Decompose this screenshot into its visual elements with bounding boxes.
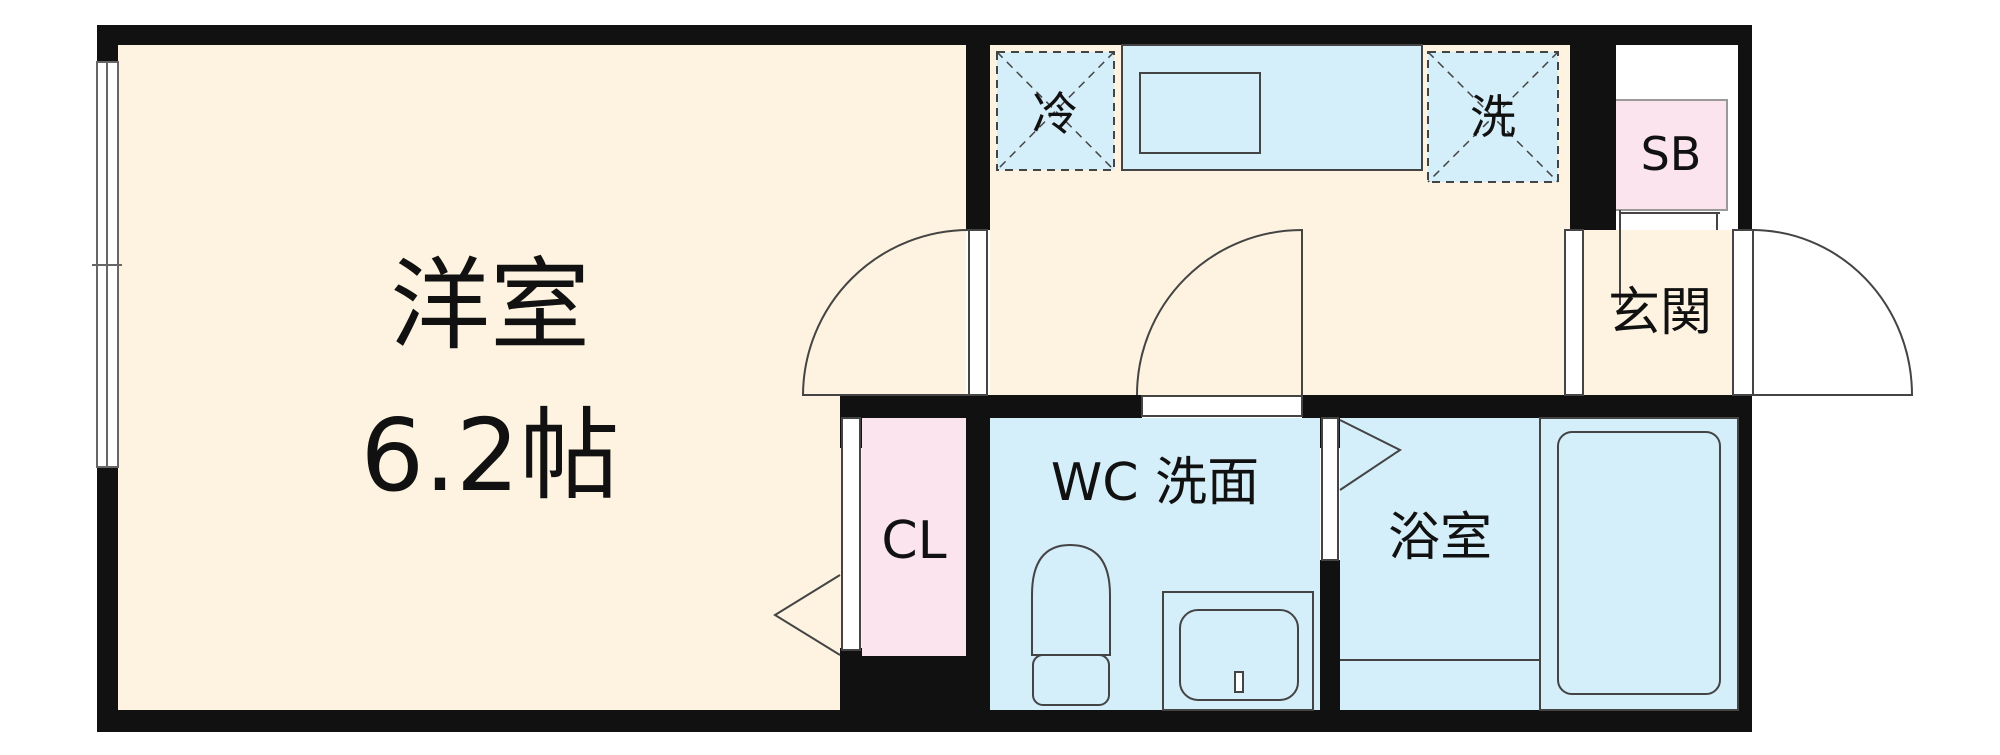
western-room-name: 洋室 xyxy=(390,247,590,364)
door-swing-toilet xyxy=(1136,228,1303,396)
wall-room-right-upper xyxy=(966,25,990,230)
wash-basin xyxy=(1179,609,1299,701)
wall-mid-horizontal-left xyxy=(840,395,1142,418)
closet-label: CL xyxy=(881,511,946,571)
wall-right-lower xyxy=(1738,395,1752,732)
fridge-space xyxy=(996,51,1115,171)
wall-kitchen-right xyxy=(1570,25,1616,230)
entrance-floor xyxy=(1580,230,1740,395)
closet-floor xyxy=(862,418,967,656)
door-swing-entrance xyxy=(1751,229,1914,396)
wall-closet-left-lower xyxy=(840,648,862,710)
western-room-floor xyxy=(118,45,966,710)
entrance-label: 玄関 xyxy=(1608,283,1712,343)
shoe-box xyxy=(1614,99,1728,211)
kitchen-sink xyxy=(1139,72,1261,154)
shoe-box-label: SB xyxy=(1641,127,1702,181)
bathroom-label: 浴室 xyxy=(1388,508,1492,568)
wall-right-upper xyxy=(1738,25,1752,230)
toilet-base xyxy=(1032,654,1110,706)
wall-bottom xyxy=(97,710,1752,732)
entrance-step xyxy=(1564,229,1584,396)
toilet-tank xyxy=(1031,543,1111,656)
bathroom-door-marker xyxy=(1339,419,1402,491)
door-frame-room xyxy=(968,229,988,396)
wall-mid-horizontal-right xyxy=(1302,395,1752,418)
bathtub-inner xyxy=(1557,431,1721,695)
wall-top xyxy=(97,25,1752,45)
fridge-label: 冷 xyxy=(1032,87,1078,141)
wall-toilet-bath xyxy=(1320,560,1340,710)
door-frame-toilet xyxy=(1141,395,1303,417)
door-frame-bathroom xyxy=(1321,417,1339,561)
door-frame-entrance xyxy=(1732,229,1754,396)
washer-label: 洗 xyxy=(1470,90,1516,144)
toilet-wash-label: WC 洗面 xyxy=(1051,453,1259,513)
door-frame-closet xyxy=(841,417,861,651)
wash-faucet xyxy=(1234,671,1244,693)
closet-door-marker xyxy=(773,574,841,656)
western-room-size: 6.2帖 xyxy=(360,397,619,514)
wall-closet-bottom xyxy=(840,656,990,710)
door-swing-room xyxy=(801,229,970,396)
